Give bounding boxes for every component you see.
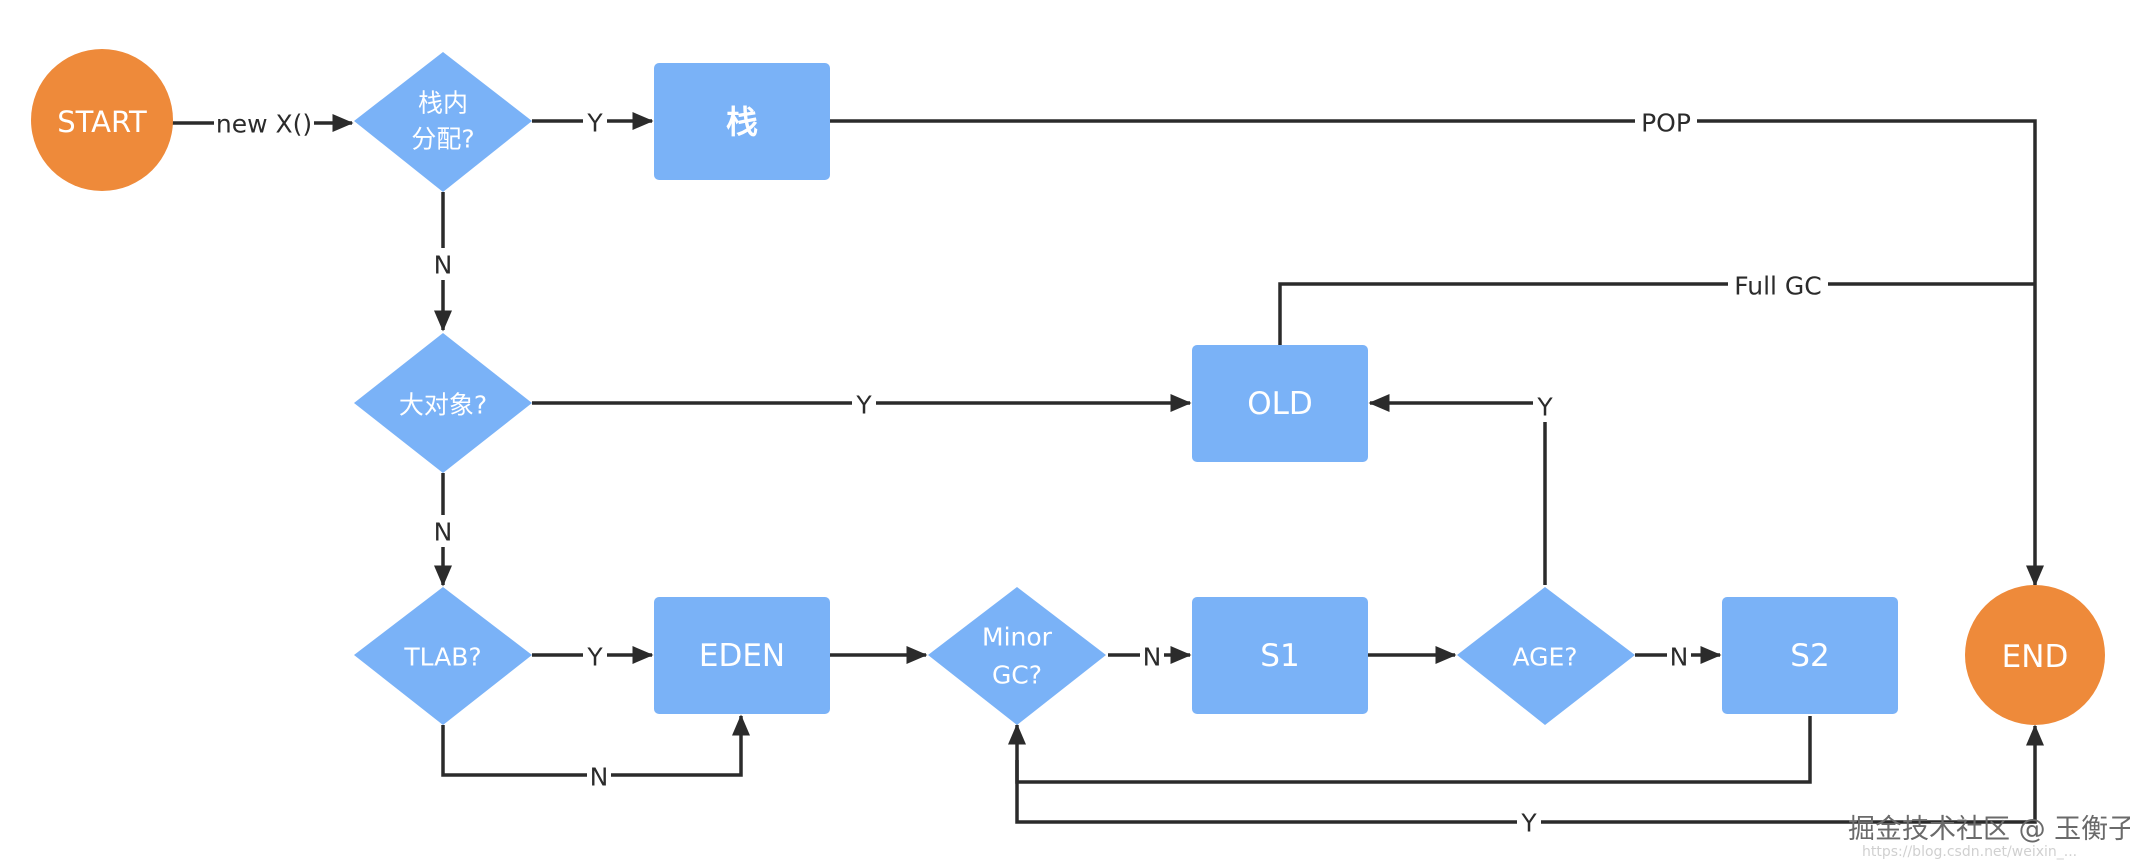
age-decision: AGE?: [1457, 587, 1635, 725]
s2-node-label: S2: [1790, 638, 1829, 674]
end-node-label: END: [2002, 639, 2069, 675]
old-node-label: OLD: [1247, 386, 1313, 422]
stack-alloc-decision-line-1: 栈内: [418, 89, 468, 118]
edge-s2-to-minor-q: [1008, 716, 1812, 784]
s1-node-label: S1: [1260, 638, 1299, 674]
edge-label-large-yes: Y: [855, 391, 872, 420]
edge-label-large-no: N: [434, 518, 453, 547]
large-object-decision: 大对象?: [354, 333, 532, 473]
s1-node: S1: [1192, 597, 1368, 714]
s2-node: S2: [1722, 597, 1898, 714]
large-object-decision-label: 大对象?: [399, 391, 487, 420]
stack-alloc-decision-line-2: 分配?: [411, 125, 474, 154]
watermark-text: 掘金技术社区 @ 玉衡子: [1848, 814, 2130, 845]
edge-label-pop: POP: [1641, 109, 1691, 138]
eden-node-label: EDEN: [699, 638, 785, 674]
stack-node-label: 栈: [726, 103, 758, 141]
edge-label-age-yes: Y: [1536, 393, 1553, 422]
edge-label-age-no: N: [1670, 643, 1689, 672]
eden-node: EDEN: [654, 597, 830, 714]
stack-node: 栈: [654, 63, 830, 180]
end-node: END: [1965, 585, 2105, 725]
age-decision-label: AGE?: [1512, 643, 1577, 672]
edge-old-to-end: [1278, 282, 2035, 345]
edge-label-full-gc: Full GC: [1734, 272, 1822, 301]
edge-label-tlab-no: N: [590, 763, 609, 792]
nodes: START 栈内 分配? 栈 大对象? OLD TLAB?: [31, 49, 2105, 725]
edge-label-stack-no: N: [434, 251, 453, 280]
edge-label-tlab-yes: Y: [586, 643, 603, 672]
edge-labels: new X() Y POP N Full GC Y N Y N N Y N Y: [214, 104, 1828, 838]
edge-label-stack-yes: Y: [586, 109, 603, 138]
start-node-label: START: [57, 105, 147, 139]
edge-label-new-x: new X(): [216, 110, 312, 139]
edge-label-minor-yes: Y: [1520, 809, 1537, 838]
edge-age-q-to-old: [1368, 394, 1547, 585]
watermark: https://blog.csdn.net/weixin_... 掘金技术社区 …: [1848, 814, 2130, 860]
tlab-decision-label: TLAB?: [403, 643, 481, 672]
edge-stack-to-end: [830, 119, 2044, 587]
minor-gc-decision-line-1: Minor: [982, 623, 1053, 652]
old-node: OLD: [1192, 345, 1368, 462]
minor-gc-decision: Minor GC?: [928, 587, 1106, 725]
watermark-url: https://blog.csdn.net/weixin_...: [1862, 844, 2077, 860]
edge-label-minor-no: N: [1143, 643, 1162, 672]
minor-gc-decision-line-2: GC?: [992, 661, 1042, 690]
tlab-decision: TLAB?: [354, 587, 532, 725]
stack-alloc-decision: 栈内 分配?: [354, 52, 532, 192]
start-node: START: [31, 49, 173, 191]
